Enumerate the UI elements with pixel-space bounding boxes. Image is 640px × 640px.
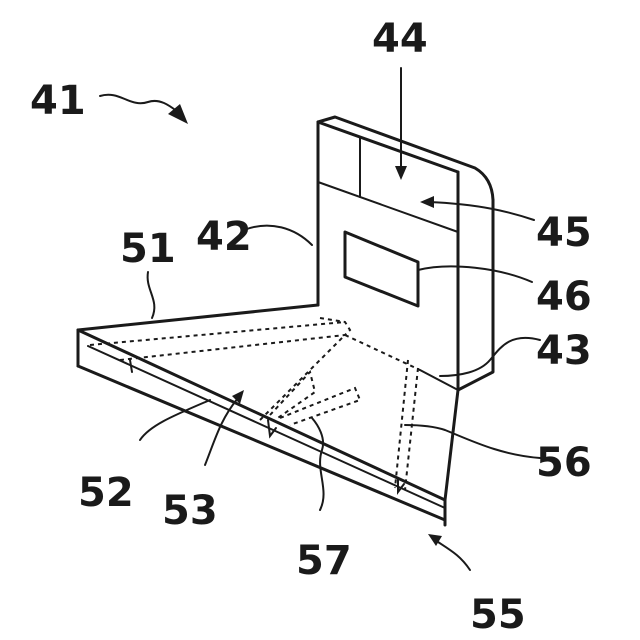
label-51: 51: [120, 226, 176, 272]
tray-tab: [130, 360, 132, 372]
arrowhead-45: [420, 196, 434, 208]
panel-division-line: [318, 182, 458, 232]
rear-panel: [318, 117, 493, 390]
arrow-45: [428, 202, 534, 220]
panel-top-thickness: [318, 117, 493, 200]
label-46: 46: [536, 274, 592, 320]
tray-back-edge: [78, 305, 318, 330]
leader-51: [148, 272, 155, 318]
arrowhead-44: [395, 166, 407, 180]
arrow-41: [100, 95, 178, 112]
label-56: 56: [536, 440, 592, 486]
base-tray: [78, 305, 458, 525]
hidden-line: [270, 372, 315, 420]
label-55: 55: [470, 592, 526, 638]
label-41: 41: [30, 78, 86, 124]
label-57: 57: [296, 538, 352, 584]
label-45: 45: [536, 210, 592, 256]
display-window: [345, 232, 418, 306]
leader-42: [244, 226, 312, 245]
panel-top-edge: [318, 122, 458, 172]
hidden-line: [260, 335, 345, 420]
label-52: 52: [78, 470, 134, 516]
leader-43: [440, 338, 540, 376]
tray-lip-line: [88, 346, 445, 508]
label-53: 53: [162, 488, 218, 534]
hidden-line: [345, 335, 420, 370]
label-42: 42: [196, 214, 252, 260]
hidden-line: [280, 388, 360, 425]
label-43: 43: [536, 328, 592, 374]
leader-46: [418, 266, 532, 282]
hidden-line: [395, 360, 408, 488]
leader-55: [435, 540, 470, 570]
tray-right-edge: [445, 390, 458, 500]
tray-inner-right: [420, 370, 458, 390]
label-44: 44: [372, 16, 428, 62]
leader-56: [405, 425, 540, 458]
hidden-line: [320, 318, 350, 335]
hidden-line: [405, 368, 418, 490]
